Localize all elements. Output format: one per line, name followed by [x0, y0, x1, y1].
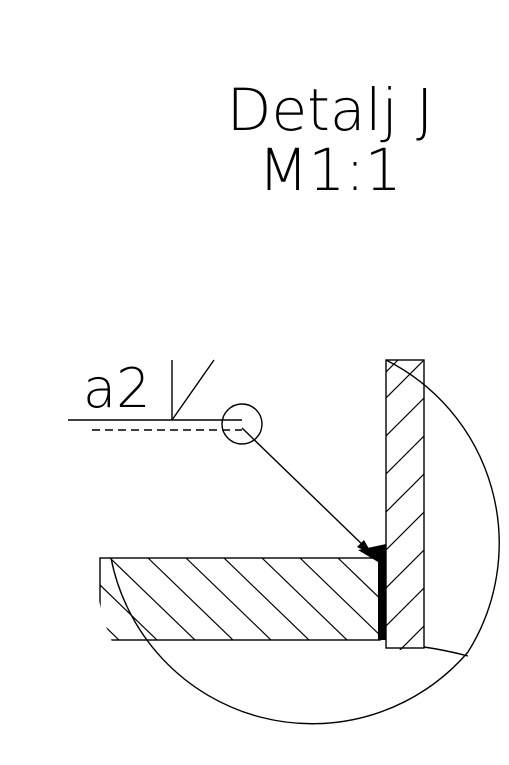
- detail-title: Detalj J: [227, 76, 433, 144]
- weld-size-label: a2: [83, 357, 150, 420]
- vertical-plate: [385, 359, 425, 650]
- break-line: [423, 646, 469, 657]
- detail-boundary-arc: [110, 557, 469, 725]
- weld-all-around-circle: [221, 403, 263, 445]
- horizontal-plate: [99, 557, 381, 641]
- detail-boundary-arc-upper: [385, 359, 500, 653]
- fillet-weld-bead: [358, 544, 386, 640]
- leader-line: [241, 427, 369, 551]
- leader-arrowhead: [357, 540, 372, 554]
- detail-scale: M1:1: [258, 136, 401, 204]
- horizontal-plate-hatch: [100, 558, 380, 640]
- fillet-weld-symbol-icon: [171, 359, 215, 421]
- vertical-plate-hatch: [386, 360, 424, 650]
